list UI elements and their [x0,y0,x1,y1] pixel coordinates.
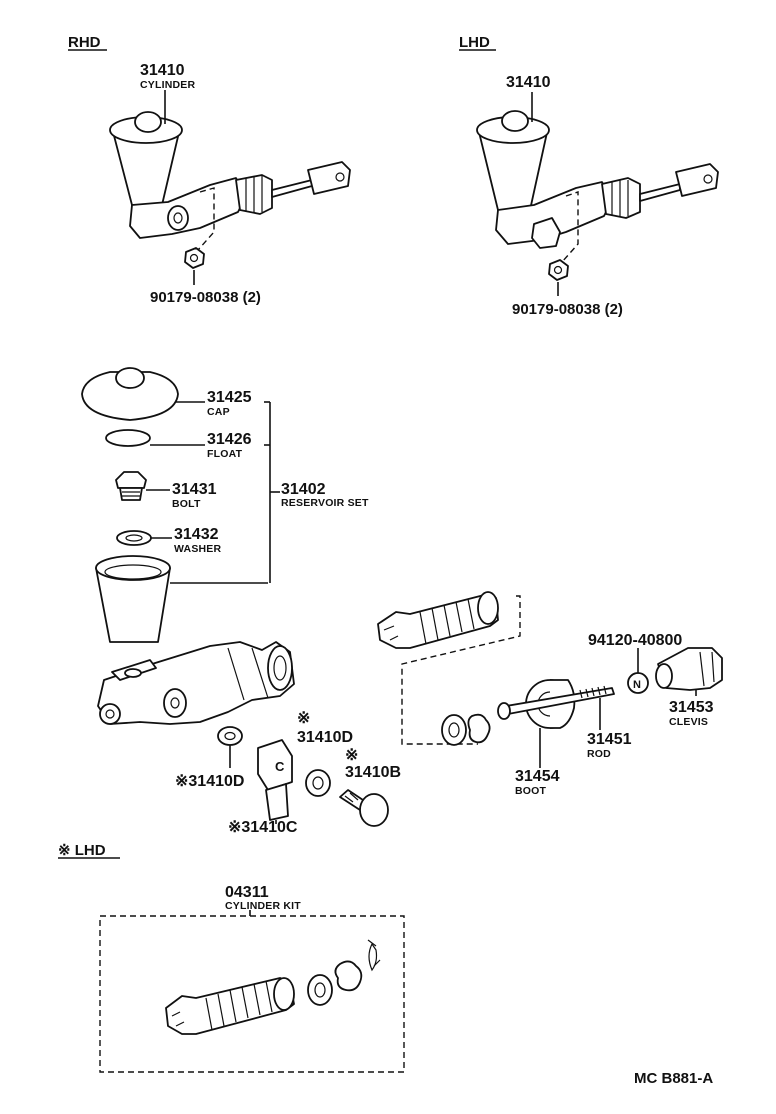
part-name-cap: CAP [207,406,230,418]
part-name-float: FLOAT [207,448,243,460]
part-31410c-connector: C [257,739,293,824]
part-number-cylinder-lhd: 31410 [506,74,551,91]
part-number-nut-rhd: 90179-08038 (2) [150,289,261,306]
part-number-clevis: 31453 [669,699,714,716]
part-31410d-washer-a [217,726,243,768]
part-number-washer: 31432 [174,526,219,543]
part-31410d-washer-b [305,769,331,797]
reservoir-tank [95,555,268,643]
mark-31410d-b: ※ [297,710,310,727]
cylinder-kit-snap-ring [367,939,381,972]
part-number-31410c: ※31410C [228,819,298,836]
reservoir-bolt [115,471,170,501]
part-name-boot: BOOT [515,785,547,797]
part-number-cap: 31425 [207,389,252,406]
connector-c-icon: C [275,759,285,774]
section-rhd-label: RHD [68,34,101,51]
part-name-rod: ROD [587,748,611,760]
part-number-reservoir-set: 31402 [281,481,326,498]
part-name-clevis: CLEVIS [669,716,708,728]
boot-part [525,679,576,768]
piston-group-dashed-bracket [401,595,521,745]
part-number-31410b: 31410B [345,764,401,781]
part-number-31410d-b: 31410D [297,729,353,746]
cup-seal-pair [441,713,491,746]
cylinder-kit-dashed-box [99,915,405,1073]
nut-n-icon: N [633,679,641,691]
part-number-nut-lhd: 90179-08038 (2) [512,301,623,318]
nut-94120: N [627,648,649,694]
part-name-reservoir-set: RESERVOIR SET [281,497,369,509]
reservoir-float [105,429,205,447]
section-lhd-label: LHD [459,34,490,51]
part-number-cylinder-rhd: 31410 [140,62,185,79]
clevis-part [655,647,723,696]
part-name-bolt: BOLT [172,498,201,510]
part-number-float: 31426 [207,431,252,448]
reservoir-set-bracket [264,401,280,583]
cylinder-kit-piston [165,977,295,1035]
diagram-code: MC B881-A [634,1070,713,1087]
rhd-cylinder-assembly [109,90,351,285]
part-number-94120: 94120-40800 [588,632,682,649]
piston-assembly [377,591,499,649]
part-number-cylinder-kit: 04311 [225,884,269,901]
part-number-rod: 31451 [587,731,632,748]
part-name-cylinder-kit: CYLINDER KIT [225,900,301,912]
rod-part [497,685,615,730]
cylinder-kit-seal [334,960,363,992]
reservoir-washer [116,530,172,546]
section-lhd-marked-label: ※ LHD [58,842,106,859]
part-number-boot: 31454 [515,768,560,785]
part-name-washer: WASHER [174,543,222,555]
section-lhd-header: LHD [459,34,496,51]
cylinder-kit-washer [307,974,333,1006]
part-number-bolt: 31431 [172,481,217,498]
part-name-cylinder-rhd: CYLINDER [140,79,195,91]
reservoir-cap [81,367,205,421]
lhd-cylinder-assembly [476,92,719,296]
part-31410b-bolt [339,789,389,827]
mark-31410b: ※ [345,747,358,764]
section-rhd-header: RHD [68,34,107,51]
master-cylinder-body [97,641,295,725]
part-number-31410d-a: ※31410D [175,773,244,790]
